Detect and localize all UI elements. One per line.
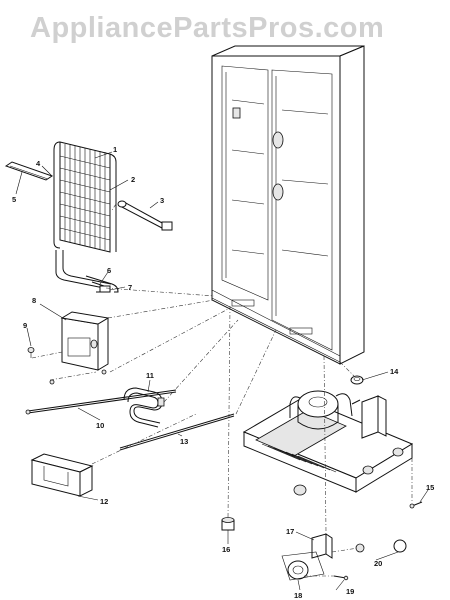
drain-tube xyxy=(4,161,54,181)
callout-11: 11 xyxy=(146,371,154,380)
condenser-coil xyxy=(53,141,119,293)
callout-15: 15 xyxy=(426,483,434,492)
callout-9: 9 xyxy=(23,321,27,330)
leader-lines xyxy=(15,151,429,591)
callout-12: 12 xyxy=(100,497,108,506)
callout-2: 2 xyxy=(131,175,135,184)
callout-13: 13 xyxy=(180,437,188,446)
drain-tray xyxy=(30,453,94,497)
screw xyxy=(27,347,35,358)
watermark-text: AppliancePartsPros.com xyxy=(30,12,384,44)
drain-clip xyxy=(91,281,111,293)
heater-rod xyxy=(25,389,177,415)
callout-7: 7 xyxy=(128,283,132,292)
callout-19: 19 xyxy=(346,587,354,596)
leveling-leg xyxy=(221,517,235,531)
support-rod xyxy=(119,413,235,451)
drain-pan-box xyxy=(60,311,110,371)
callout-16: 16 xyxy=(222,545,230,554)
axle-pin xyxy=(333,575,349,581)
grommet xyxy=(350,375,364,385)
machine-compartment xyxy=(242,390,414,496)
roller-bracket xyxy=(311,533,333,559)
callout-1: 1 xyxy=(113,145,117,154)
mounting-screw xyxy=(409,501,423,509)
callout-14: 14 xyxy=(390,367,399,376)
roller-wheel xyxy=(281,551,325,581)
callout-6: 6 xyxy=(107,266,111,275)
small-screws xyxy=(49,369,107,385)
callout-10: 10 xyxy=(96,421,104,430)
callout-labels: 1 2 3 4 5 6 7 8 9 10 11 12 13 14 15 16 1… xyxy=(12,145,434,600)
coil-tube xyxy=(123,387,165,428)
front-roller xyxy=(355,539,407,553)
alignment-lines xyxy=(31,203,413,577)
callout-3: 3 xyxy=(160,196,164,205)
callout-18: 18 xyxy=(294,591,302,600)
callout-5: 5 xyxy=(12,195,16,204)
callout-20: 20 xyxy=(374,559,382,568)
tube-assembly xyxy=(117,200,173,231)
refrigerator-cabinet xyxy=(211,45,365,365)
callout-4: 4 xyxy=(36,159,41,168)
callout-17: 17 xyxy=(286,527,294,536)
callout-8: 8 xyxy=(32,296,36,305)
